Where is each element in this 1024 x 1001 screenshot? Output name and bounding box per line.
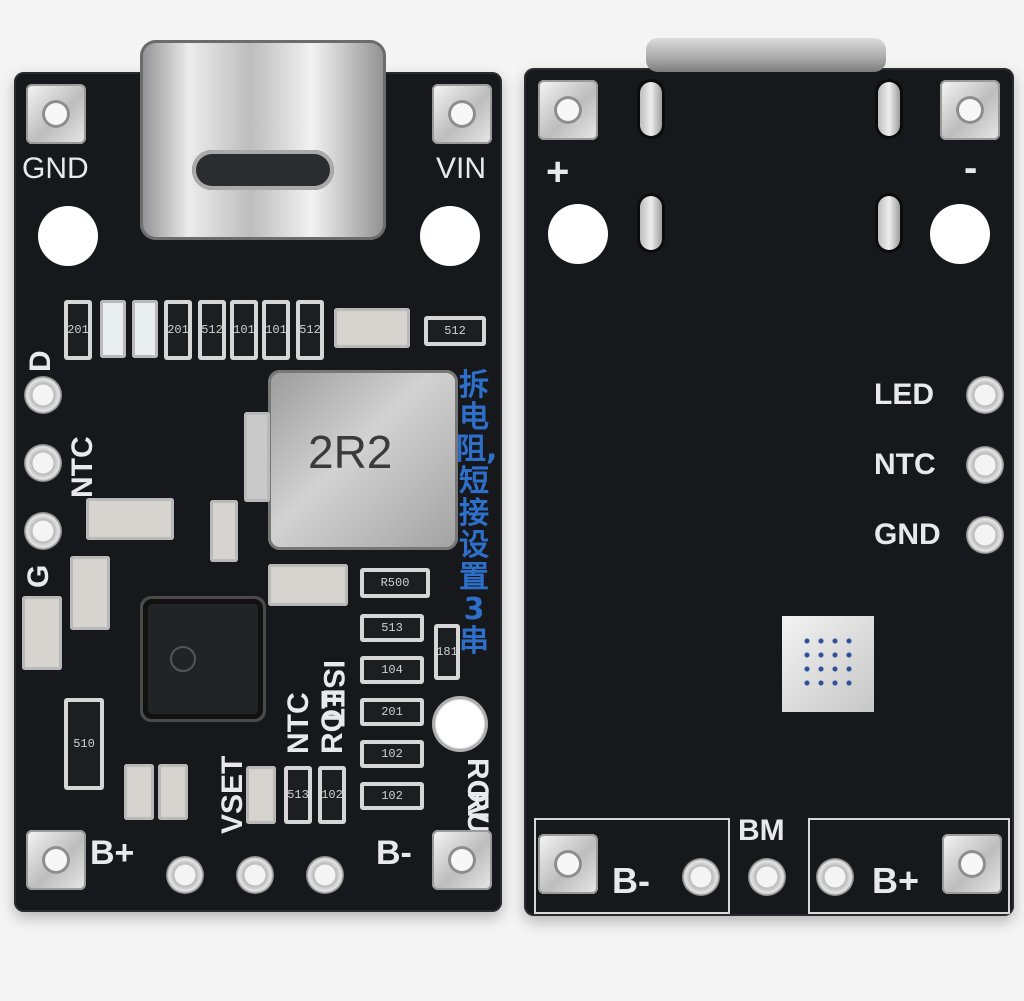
resistor-smd: R500: [360, 568, 430, 598]
bminus-mount-pad-back: [538, 834, 598, 894]
resistor-smd: 181: [434, 624, 460, 680]
mount-hole-right-back: [930, 204, 990, 264]
led-pin-via: [966, 376, 1004, 414]
pin-via: [236, 856, 274, 894]
led-smd: [132, 300, 158, 358]
usb-shield-slot-pad: [640, 196, 662, 250]
resistor-smd: 201: [64, 300, 92, 360]
bplus-label-back: B+: [872, 860, 920, 901]
inductor-marking: 2R2: [308, 426, 393, 478]
bminus-label-front: B-: [376, 834, 412, 872]
usb-c-connector-front: [140, 40, 386, 240]
pin-via: [166, 856, 204, 894]
vin-label-front: VIN: [436, 152, 487, 185]
bminus-silk-frame: [534, 818, 730, 914]
resistor-smd: 102: [318, 766, 346, 824]
capacitor-smd: [158, 764, 188, 820]
thermal-test-pad: [782, 616, 874, 712]
ntc-pin-via-back: [966, 446, 1004, 484]
led-smd: [100, 300, 126, 358]
resistor-smd: 101: [262, 300, 290, 360]
ic-pin1-marker: [170, 646, 196, 672]
resistor-smd: 101: [230, 300, 258, 360]
gnd-pin-via-back: [966, 516, 1004, 554]
gnd-label-back: GND: [874, 518, 941, 551]
bminus-mount-pad: [432, 830, 492, 890]
vin-mount-pad: [432, 84, 492, 144]
capacitor-smd: [86, 498, 174, 540]
gnd-label-front: GND: [22, 152, 89, 185]
usb-shield-slot-pad: [878, 82, 900, 136]
minus-label-back: -: [964, 146, 978, 190]
bplus-mount-pad: [26, 830, 86, 890]
power-inductor: 2R2: [268, 370, 458, 550]
bplus-label-front: B+: [90, 834, 135, 872]
gnd-mount-pad: [26, 84, 86, 144]
capacitor-smd: [70, 556, 110, 630]
pcb-back-board: [524, 68, 1014, 916]
bplus-pin-via: [816, 858, 854, 896]
plus-mount-pad: [538, 80, 598, 140]
inductor-pad-left: [244, 412, 270, 502]
rov-selector-pad: [432, 696, 488, 752]
capacitor-smd: [334, 308, 410, 348]
usb-shield-slot-pad: [878, 196, 900, 250]
resistor-smd: 513: [360, 614, 424, 642]
usb-shield-slot-pad: [640, 82, 662, 136]
resistor-smd: 512: [296, 300, 324, 360]
capacitor-smd: [246, 766, 276, 824]
bminus-label-back: B-: [612, 860, 650, 901]
chinese-config-note: 拆电阻,短接设置3串: [456, 368, 498, 659]
bplus-mount-pad-back: [942, 834, 1002, 894]
capacitor-smd: [124, 764, 154, 820]
bplus-silk-frame: [808, 818, 1010, 914]
bm-label-back: BM: [738, 814, 785, 847]
resistor-smd: 512: [424, 316, 486, 346]
g-pin-via: [24, 512, 62, 550]
usb-c-connector-back: [646, 38, 886, 72]
charger-ic-qfn: [148, 604, 258, 714]
mount-hole-left-front: [38, 206, 98, 266]
resistor-smd: 201: [360, 698, 424, 726]
ntc-pin-via: [24, 444, 62, 482]
pin-via: [306, 856, 344, 894]
plus-label-back: +: [546, 150, 570, 194]
capacitor-smd: [210, 500, 238, 562]
ntc-label-back: NTC: [874, 448, 936, 481]
resistor-smd: 201: [164, 300, 192, 360]
led-label-back: LED: [874, 378, 934, 411]
iset-label: ISET: [317, 660, 350, 727]
resistor-smd: 513: [284, 766, 312, 824]
resistor-smd: 510: [64, 698, 104, 790]
resistor-smd: 102: [360, 782, 424, 810]
capacitor-smd: [268, 564, 348, 606]
resistor-smd: 104: [360, 656, 424, 684]
resistor-smd: 512: [198, 300, 226, 360]
d-pin-via: [24, 376, 62, 414]
mount-hole-right-front: [420, 206, 480, 266]
usb-c-port-opening: [192, 150, 334, 190]
mount-hole-left-back: [548, 204, 608, 264]
minus-mount-pad: [940, 80, 1000, 140]
bm-pin-via: [748, 858, 786, 896]
capacitor-smd: [22, 596, 62, 670]
bminus-pin-via: [682, 858, 720, 896]
resistor-smd: 102: [360, 740, 424, 768]
